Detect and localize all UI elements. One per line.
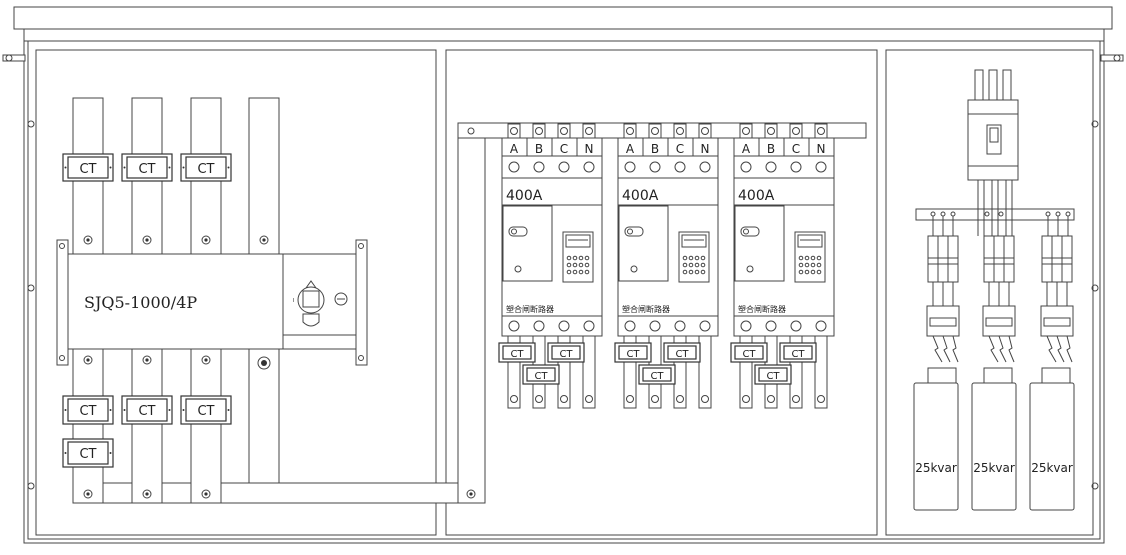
phase-label-b: B (767, 142, 775, 156)
ct-label: CT (742, 349, 756, 360)
ct-label: CT (79, 447, 96, 462)
ct-label: CT (766, 371, 780, 382)
ct-label: CT (559, 349, 573, 360)
phase-label-b: B (535, 142, 543, 156)
svg-text:I: I (293, 298, 294, 304)
breaker-unit: A B C N 400A 塑合闸断路器 CT CT (498, 123, 603, 409)
ct-label: CT (197, 162, 214, 177)
switch-model-label: SJQ5-1000/4P (84, 293, 197, 312)
ct-label: CT (138, 404, 155, 419)
ct-block: CT (754, 364, 792, 385)
frame-hinges (27, 120, 1099, 490)
ct-label: CT (626, 349, 640, 360)
ct-group-panel1: CT CT CT CT CT CT CT (62, 153, 232, 468)
ct-block: CT (498, 342, 536, 363)
phase-label-c: C (676, 142, 684, 156)
ct-block: CT (614, 342, 652, 363)
breaker-rating: 400A (506, 188, 543, 204)
ct-label: CT (79, 404, 96, 419)
breaker-caption: 塑合闸断路器 (738, 304, 786, 314)
ct-block: CT (522, 364, 560, 385)
transfer-switch: I SJQ5-1000/4P (56, 239, 368, 366)
busbar-group-bottom (72, 122, 867, 504)
breaker-rating: 400A (738, 188, 775, 204)
cabinet-frame (2, 6, 1124, 544)
phase-label-a: A (510, 142, 519, 156)
ct-block: CT (638, 364, 676, 385)
capacitor-branch: 25kvar (913, 216, 960, 511)
capacitor-label: 25kvar (1031, 461, 1073, 475)
phase-label-c: C (560, 142, 568, 156)
panel-breakers (445, 49, 878, 536)
phase-label-a: A (742, 142, 751, 156)
ct-block: CT (62, 395, 114, 425)
ct-label: CT (197, 404, 214, 419)
ct-block: CT (779, 342, 817, 363)
phase-label-n: N (701, 142, 710, 156)
switch-handle-icon: I (293, 280, 348, 327)
ct-block: CT (62, 153, 114, 182)
breaker-unit: A B C N 400A 塑合闸断路器 CT CT (614, 123, 719, 409)
breaker-caption: 塑合闸断路器 (622, 304, 670, 314)
capacitor-label: 25kvar (915, 461, 957, 475)
phase-label-n: N (817, 142, 826, 156)
ct-label: CT (79, 162, 96, 177)
ct-block: CT (180, 153, 232, 182)
ct-block: CT (663, 342, 701, 363)
ct-block: CT (547, 342, 585, 363)
panel-transfer-switch (35, 49, 437, 536)
ct-label: CT (791, 349, 805, 360)
ct-block: CT (180, 395, 232, 425)
ct-label: CT (534, 371, 548, 382)
capacitor-main-breaker (967, 69, 1019, 181)
ct-block: CT (121, 395, 173, 425)
ct-block: CT (121, 153, 173, 182)
phase-label-n: N (585, 142, 594, 156)
ct-label: CT (138, 162, 155, 177)
ct-label: CT (510, 349, 524, 360)
breaker-caption: 塑合闸断路器 (506, 304, 554, 314)
capacitor-branch: 25kvar (971, 235, 1017, 511)
panel-capacitors (885, 49, 1094, 536)
capacitor-label: 25kvar (973, 461, 1015, 475)
phase-label-a: A (626, 142, 635, 156)
ct-label: CT (675, 349, 689, 360)
phase-label-c: C (792, 142, 800, 156)
ct-block: CT (62, 438, 114, 468)
ct-block: CT (730, 342, 768, 363)
capacitor-busbar (915, 180, 1075, 236)
breaker-unit: A B C N 400A 塑合闸断路器 CT CT (730, 123, 835, 409)
phase-label-b: B (651, 142, 659, 156)
breaker-rating: 400A (622, 188, 659, 204)
capacitor-branch: 25kvar (1029, 216, 1075, 511)
ct-label: CT (650, 371, 664, 382)
